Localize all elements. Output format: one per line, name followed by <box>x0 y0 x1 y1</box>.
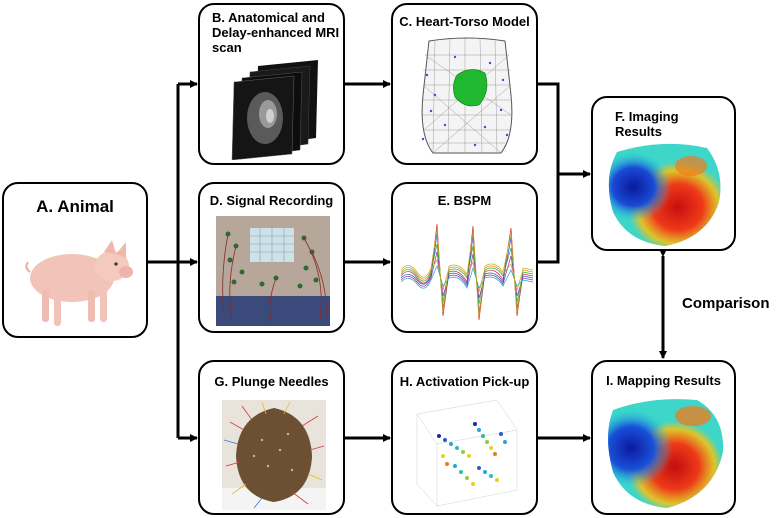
box-mri-title: B. Anatomical and Delay-enhanced MRI sca… <box>212 10 340 55</box>
box-imaging-results-title: F. Imaging Results <box>615 109 679 139</box>
mapping-heart-map <box>608 399 724 508</box>
box-animal: A. Animal <box>2 182 148 338</box>
box-imaging-results: F. Imaging Results <box>591 96 736 251</box>
box-plunge-needles: G. Plunge Needles <box>198 360 345 515</box>
box-mri-scan: B. Anatomical and Delay-enhanced MRI sca… <box>198 3 345 165</box>
box-plunge-needles-title: G. Plunge Needles <box>214 374 329 389</box>
box-mapping-results: I. Mapping Results <box>591 360 736 515</box>
box-activation-pickup: H. Activation Pick-up <box>391 360 538 515</box>
box-heart-torso-title: C. Heart-Torso Model <box>399 14 530 29</box>
comparison-label: Comparison <box>682 295 770 312</box>
arrow-c-to-merge <box>538 82 560 174</box>
bspm-waveforms-image <box>401 223 533 321</box>
plunge-needles-photo <box>222 400 326 510</box>
box-signal-recording: D. Signal Recording <box>198 182 345 333</box>
box-animal-title: A. Animal <box>36 197 114 216</box>
box-bspm: E. BSPM <box>391 182 538 333</box>
pig-image <box>25 240 133 326</box>
arrow-e-to-merge <box>538 174 560 264</box>
mri-slices-image <box>231 60 318 160</box>
signal-recording-photo <box>216 216 330 326</box>
box-mapping-results-title: I. Mapping Results <box>606 373 721 388</box>
box-signal-recording-title: D. Signal Recording <box>209 193 334 208</box>
imaging-heart-map <box>608 143 721 246</box>
box-activation-pickup-title: H. Activation Pick-up <box>399 374 530 389</box>
torso-mesh-image <box>421 37 513 154</box>
activation-scatter-image <box>416 399 518 507</box>
box-bspm-title: E. BSPM <box>437 193 492 208</box>
box-heart-torso-model: C. Heart-Torso Model <box>391 3 538 165</box>
